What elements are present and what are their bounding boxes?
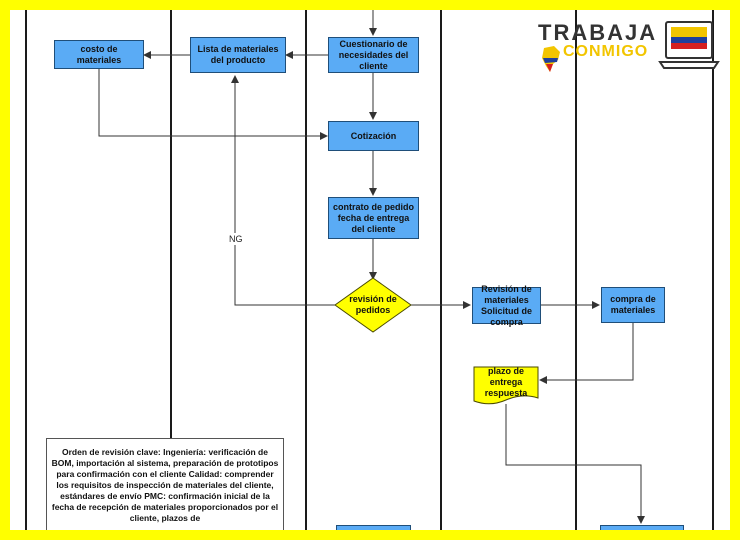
colombia-map-icon <box>542 46 560 72</box>
edge-revision-ng-to-lista <box>231 75 337 306</box>
decision-revision-pedidos-label: revisión de pedidos <box>349 294 397 315</box>
lane-separator <box>712 10 714 530</box>
laptop-icon <box>658 21 720 69</box>
node-cuestionario: Cuestionario de necesidades del cliente <box>328 37 419 73</box>
edge-plazo-to-bottom <box>505 404 645 524</box>
document-plazo-entrega <box>473 366 539 405</box>
node-bottom-left <box>336 525 411 530</box>
node-costo-materiales: costo de materiales <box>54 40 144 69</box>
lane-separator <box>575 10 577 530</box>
node-bottom-right <box>600 525 684 530</box>
diagram-canvas: costo de materiales Lista de materiales … <box>10 10 730 530</box>
watermark-line1: TRABAJA <box>538 20 658 45</box>
lane-separator <box>170 10 172 530</box>
note-orden-revision: Orden de revisión clave: Ingeniería: ver… <box>46 438 284 530</box>
lane-separator <box>25 10 27 530</box>
node-compra-materiales: compra de materiales <box>601 287 665 323</box>
decision-revision-pedidos <box>334 277 412 333</box>
node-cotizacion: Cotización <box>328 121 419 151</box>
node-contrato-pedido: contrato de pedido fecha de entrega del … <box>328 197 419 239</box>
lane-separator <box>440 10 442 530</box>
edge-label-ng: NG <box>229 234 243 244</box>
node-lista-materiales: Lista de materiales del producto <box>190 37 286 73</box>
edge-costo-to-cotizacion <box>98 69 328 140</box>
edge-compra-to-plazo <box>539 323 634 384</box>
node-revision-materiales: Revisión de materiales Solicitud de comp… <box>472 284 541 327</box>
edge-label-bg <box>226 233 246 245</box>
watermark-line2: CONMIGO <box>563 43 649 60</box>
connectors <box>98 10 645 524</box>
document-plazo-entrega-label: plazo de entrega respuesta <box>484 365 528 398</box>
lane-separator <box>305 10 307 530</box>
